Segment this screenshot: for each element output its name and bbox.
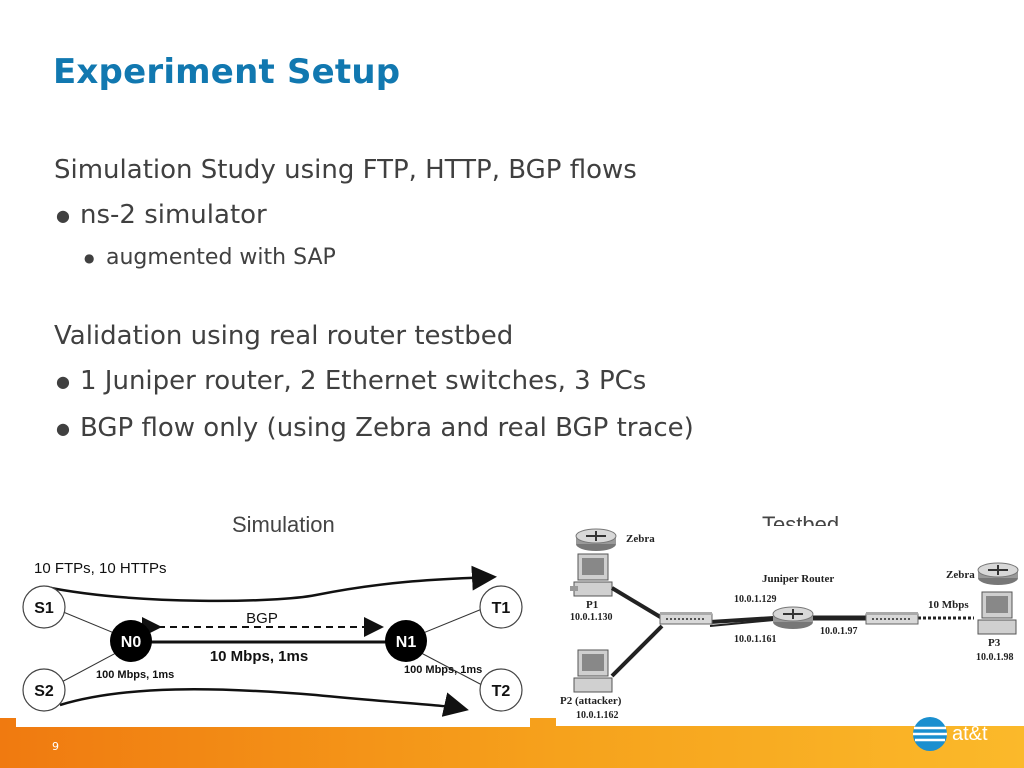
bullet-juniper-text: 1 Juniper router, 2 Ethernet switches, 3… [80, 366, 647, 396]
pc-p1-icon [570, 553, 613, 597]
p3-ip: 10.0.1.98 [976, 652, 1014, 663]
bullet-dot-icon: ● [56, 372, 70, 391]
p2-name: P2 (attacker) [560, 695, 622, 707]
bullet-ns2-text: ns-2 simulator [80, 200, 267, 230]
att-globe-icon: at&t [913, 717, 988, 751]
node-s1: S1 [22, 585, 66, 629]
section1-heading: Simulation Study using FTP, HTTP, BGP fl… [54, 155, 637, 185]
pc-p3-icon [977, 591, 1017, 635]
sub-bullet-sap: ● augmented with SAP [84, 245, 336, 270]
node-n1-label: N1 [396, 634, 417, 651]
router-label: Juniper Router [762, 573, 834, 585]
bullet-ns2: ● ns-2 simulator [56, 200, 267, 230]
router-left-ip: 10.0.1.129 [734, 594, 777, 605]
node-t2-label: T2 [492, 683, 511, 700]
core-link-label: 10 Mbps, 1ms [210, 648, 308, 665]
node-t2: T2 [479, 668, 523, 712]
p2-ip: 10.0.1.162 [576, 710, 619, 721]
node-n0-label: N0 [121, 634, 142, 651]
juniper-router-icon [772, 606, 814, 629]
testbed-diagram: Zebra P1 10.0.1.130 P2 (attacker) 10.0.1… [556, 526, 1024, 726]
node-t1-label: T1 [492, 600, 511, 617]
sub-bullet-dot-icon: ● [84, 251, 95, 265]
top-flow-arrow [45, 565, 497, 603]
node-s2: S2 [22, 668, 66, 712]
node-s2-label: S2 [34, 683, 54, 700]
bottom-flow-arrow [59, 688, 469, 717]
link-switch-router [709, 616, 775, 624]
att-logo: at&t [910, 716, 1010, 756]
ethernet-switch-right-icon [865, 612, 919, 625]
bullet-juniper: ● 1 Juniper router, 2 Ethernet switches, … [56, 366, 646, 396]
slide-title: Experiment Setup [53, 52, 401, 92]
bullet-dot-icon: ● [56, 419, 70, 438]
bullet-bgp-flow-text: BGP flow only (using Zebra and real BGP … [80, 413, 694, 443]
section2-heading: Validation using real router testbed [54, 321, 514, 351]
link-p2-switch [610, 624, 664, 678]
page-number: 9 [52, 740, 59, 753]
node-n1: N1 [385, 620, 427, 662]
zebra-left-label: Zebra [626, 533, 655, 545]
link-switch-router-2 [709, 619, 775, 627]
bgp-label: BGP [246, 610, 278, 627]
zebra-router-left-icon [575, 528, 617, 551]
link-p1-switch [610, 586, 664, 620]
att-logo-text: at&t [952, 723, 988, 745]
p1-ip: 10.0.1.130 [570, 612, 613, 623]
p1-name: P1 [586, 599, 598, 611]
pc-p2-icon [573, 649, 613, 693]
router-right-ip: 10.0.1.97 [820, 626, 858, 637]
sub-bullet-sap-text: augmented with SAP [106, 245, 336, 270]
router-bottom-ip: 10.0.1.161 [734, 634, 777, 645]
zebra-router-right-icon [977, 562, 1019, 585]
node-n0: N0 [110, 620, 152, 662]
node-s1-label: S1 [34, 600, 54, 617]
left-link-label: 100 Mbps, 1ms [96, 669, 174, 681]
ethernet-switch-left-icon [659, 612, 713, 625]
right-link-label: 100 Mbps, 1ms [404, 664, 482, 676]
flows-label: 10 FTPs, 10 HTTPs [34, 560, 167, 577]
zebra-right-label: Zebra [946, 569, 975, 581]
simulation-diagram: 10 FTPs, 10 HTTPs BGP 10 Mbps, 1ms 100 M… [16, 545, 530, 727]
bullet-bgp-flow: ● BGP flow only (using Zebra and real BGP… [56, 413, 694, 443]
link-speed-label: 10 Mbps [928, 599, 969, 611]
simulation-caption: Simulation [232, 512, 335, 537]
p3-name: P3 [988, 637, 1001, 649]
bullet-dot-icon: ● [56, 206, 70, 225]
node-t1: T1 [479, 585, 523, 629]
